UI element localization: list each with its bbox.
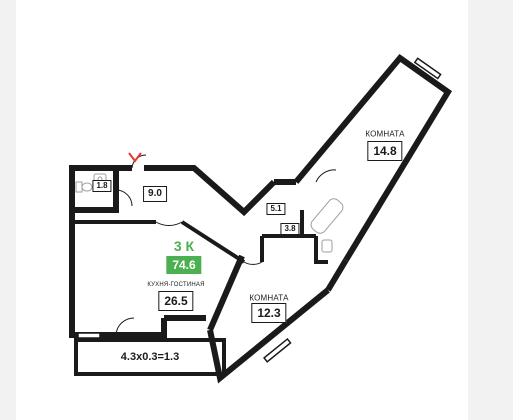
bath-sink-icon [321, 239, 333, 253]
floor-plan-drawing [69, 53, 453, 384]
windows [77, 57, 442, 363]
interior-walls [72, 210, 328, 264]
bedroom-bottom-area: 12.3 [251, 303, 287, 323]
door-balcony [115, 317, 135, 336]
wall-bedroom-top [293, 53, 453, 262]
window-bottom [263, 337, 292, 363]
doors [115, 154, 337, 336]
wall-kitchen-left [69, 222, 167, 338]
toilet-icon [75, 181, 93, 193]
window-top [413, 57, 442, 80]
walls [69, 53, 453, 384]
corridor-area: 5.1 [266, 203, 286, 215]
balcony-label: 4.3x0.3=1.3 [120, 351, 180, 363]
bedroom-top-name: КОМНАТА [365, 129, 405, 139]
hall-area: 9.0 [143, 186, 167, 202]
wall-bedroom-bottom [207, 287, 330, 384]
bathroom-area: 3.8 [280, 223, 300, 235]
wall-hall-top [144, 165, 277, 217]
bedroom-bottom-name: КОМНАТА [249, 293, 289, 303]
wall-kitchen-right [180, 220, 246, 264]
bedroom-top-area: 14.8 [367, 141, 403, 161]
balcony-outline [74, 338, 226, 376]
wc-area: 1.8 [92, 180, 112, 192]
door-wc [115, 189, 133, 207]
entrance-arrow-icon [128, 152, 142, 163]
apartment-badge: 3 К 74.6 [166, 238, 202, 274]
room-count: 3 К [173, 238, 195, 254]
wall-bedroom-bottom-left [207, 254, 245, 332]
door-bedroom-bottom [243, 261, 263, 265]
door-kitchen [155, 221, 183, 226]
bathtub-icon [310, 198, 344, 234]
kitchen-living-area: 26.5 [158, 291, 194, 311]
window-kitchen [77, 332, 101, 339]
total-area: 74.6 [166, 256, 202, 274]
door-bedroom-top [315, 169, 337, 183]
kitchen-living-name: КУХНЯ-ГОСТИНАЯ [147, 282, 205, 288]
floor-plan-card: КОМНАТА 14.8 КОМНАТА 12.3 КУХНЯ-ГОСТИНАЯ… [16, 0, 468, 420]
wall-right-join [325, 258, 349, 292]
wall-bath-left [314, 236, 328, 264]
